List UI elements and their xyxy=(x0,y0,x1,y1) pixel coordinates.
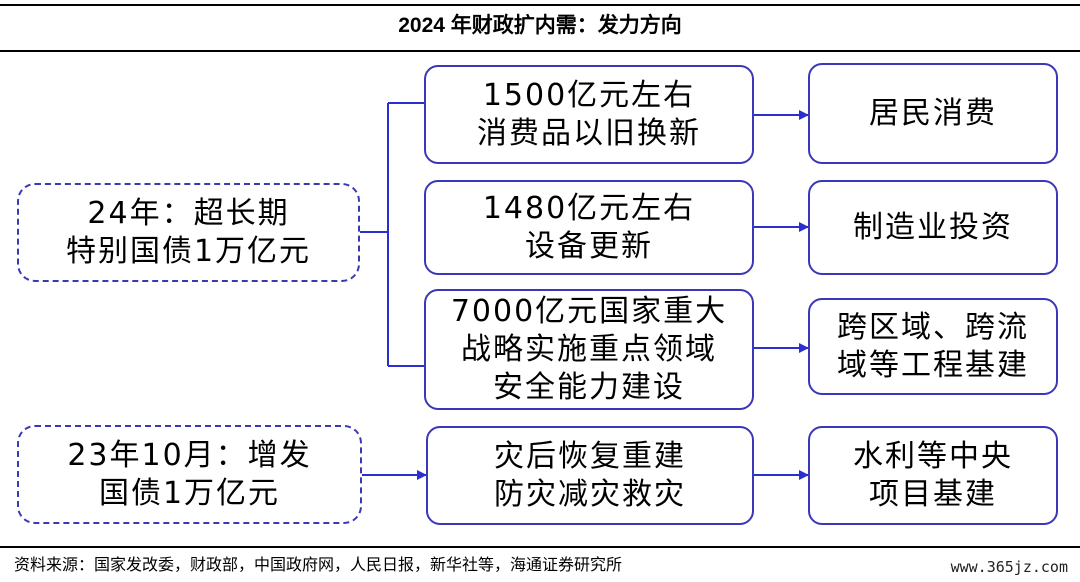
use-box-line: 1480亿元左右 xyxy=(482,190,696,226)
direction-box-line: 水利等中央 xyxy=(853,438,1013,474)
use-box-line: 防灾减灾救灾 xyxy=(494,476,686,512)
use-box-line: 灾后恢复重建 xyxy=(494,438,686,474)
use-box-line: 设备更新 xyxy=(525,228,653,264)
direction-box-line: 项目基建 xyxy=(869,476,997,512)
use-box-disaster: 灾后恢复重建 防灾减灾救灾 xyxy=(426,426,754,525)
footer-rule xyxy=(0,546,1080,548)
use-box-line: 消费品以旧换新 xyxy=(477,115,701,151)
direction-box-line: 跨区域、跨流 xyxy=(837,309,1029,345)
use-box-equipment: 1480亿元左右 设备更新 xyxy=(424,180,754,275)
source-box-line: 23年10月：增发 xyxy=(67,437,312,473)
direction-box-line: 制造业投资 xyxy=(853,209,1013,245)
use-box-line: 安全能力建设 xyxy=(493,369,685,405)
use-box-line: 1500亿元左右 xyxy=(482,77,696,113)
source-box-line: 特别国债1万亿元 xyxy=(65,233,312,269)
source-note: 资料来源：国家发改委，财政部，中国政府网，人民日报，新华社等，海通证券研究所 xyxy=(14,555,623,574)
direction-box-line: 居民消费 xyxy=(869,95,997,131)
source-box-line: 24年：超长期 xyxy=(87,195,290,231)
source-box-special-bonds: 24年：超长期 特别国债1万亿元 xyxy=(17,183,360,282)
use-box-strategic-security: 7000亿元国家重大 战略实施重点领域 安全能力建设 xyxy=(424,289,754,410)
direction-box-central-projects: 水利等中央 项目基建 xyxy=(808,426,1058,525)
title-bottom-rule xyxy=(0,50,1080,52)
direction-box-manufacturing: 制造业投资 xyxy=(808,180,1058,275)
source-box-additional-bonds: 23年10月：增发 国债1万亿元 xyxy=(17,425,362,524)
watermark-text: www.365jz.com xyxy=(950,558,1068,576)
use-box-trade-in: 1500亿元左右 消费品以旧换新 xyxy=(424,65,754,164)
use-box-line: 战略实施重点领域 xyxy=(461,331,717,367)
title-top-rule xyxy=(0,4,1080,6)
direction-box-consumption: 居民消费 xyxy=(808,63,1058,164)
diagram-title: 2024 年财政扩内需：发力方向 xyxy=(398,14,682,37)
direction-box-line: 域等工程基建 xyxy=(837,347,1029,383)
direction-box-infrastructure: 跨区域、跨流 域等工程基建 xyxy=(808,298,1058,395)
use-box-line: 7000亿元国家重大 xyxy=(450,293,728,329)
bracket-connector xyxy=(360,102,424,367)
source-box-line: 国债1万亿元 xyxy=(98,475,281,511)
